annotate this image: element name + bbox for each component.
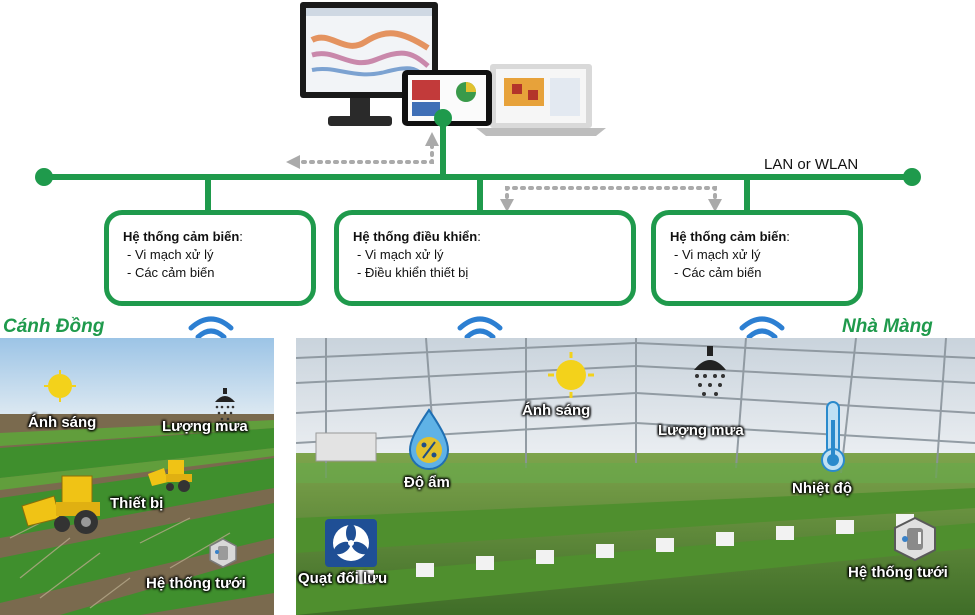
irrigation-icon (209, 538, 237, 568)
shower-icon (215, 388, 235, 421)
greenhouse-humidity-label: Độ ẩm (404, 474, 450, 491)
greenhouse-light-label: Ánh sáng (522, 402, 591, 419)
network-endpoint-left (35, 168, 53, 186)
sun-icon (548, 352, 594, 398)
dotted-arrow-left (298, 143, 434, 164)
shower-icon (694, 346, 726, 396)
field-rain-label: Lượng mưa (162, 418, 248, 435)
sensor-box-right: Hệ thống cảm biến: - Vi mạch xử lý - Các… (651, 210, 863, 306)
box-line: - Vi mạch xử lý (127, 247, 214, 262)
thermometer-icon (821, 401, 845, 472)
tablet-icon (402, 70, 492, 126)
field-light-label: Ánh sáng (28, 414, 97, 431)
arrowhead-up (425, 132, 439, 146)
dotted-arrow-bridge (505, 186, 717, 207)
box-line: - Điều khiển thiết bị (357, 265, 469, 280)
box-title: Hệ thống cảm biến: (670, 229, 790, 244)
computer-group (300, 2, 606, 136)
network-label: LAN or WLAN (764, 156, 859, 173)
greenhouse-irrigation-label: Hệ thống tưới (848, 564, 948, 581)
box-title: Hệ thống cảm biến: (123, 229, 243, 244)
network-endpoint-top (434, 109, 452, 127)
field-irrigation-label: Hệ thống tưới (146, 575, 246, 592)
box-line: - Các cảm biến (674, 265, 762, 280)
sensor-box-left: Hệ thống cảm biến: - Vi mạch xử lý - Các… (104, 210, 316, 306)
field-title: Cánh Đồng (3, 316, 105, 337)
field-device-label: Thiết bị (110, 495, 164, 512)
arrowhead-down-right (708, 199, 722, 212)
arrowhead-down-left (500, 199, 514, 212)
greenhouse-fan-label: Quạt đối lưu (298, 570, 388, 587)
arrowhead-left (286, 155, 300, 169)
greenhouse-scene: Ánh sáng Lượng mưa Độ ẩm Nhiệt độ Quạt đ… (296, 338, 975, 615)
fan-icon (325, 519, 377, 567)
greenhouse-scene-image (296, 338, 975, 615)
box-title: Hệ thống điều khiển: (353, 229, 481, 244)
humidity-drop-icon (408, 408, 450, 470)
network-endpoint-right (903, 168, 921, 186)
greenhouse-rain-label: Lượng mưa (658, 422, 744, 439)
field-scene-image (0, 338, 274, 615)
field-scene: Ánh sáng Lượng mưa Thiết bị Hệ thống tướ… (0, 338, 274, 615)
tractor-icon (148, 460, 192, 492)
irrigation-icon (894, 516, 936, 562)
control-box-middle: Hệ thống điều khiển: - Vi mạch xử lý - Đ… (334, 210, 636, 306)
greenhouse-title: Nhà Màng (842, 316, 933, 337)
sun-icon (44, 370, 76, 402)
box-line: - Vi mạch xử lý (357, 247, 444, 262)
box-line: - Vi mạch xử lý (674, 247, 761, 262)
laptop-icon (476, 64, 606, 136)
box-line: - Các cảm biến (127, 265, 215, 280)
greenhouse-temperature-label: Nhiệt độ (792, 480, 852, 497)
tractor-icon (21, 475, 100, 534)
